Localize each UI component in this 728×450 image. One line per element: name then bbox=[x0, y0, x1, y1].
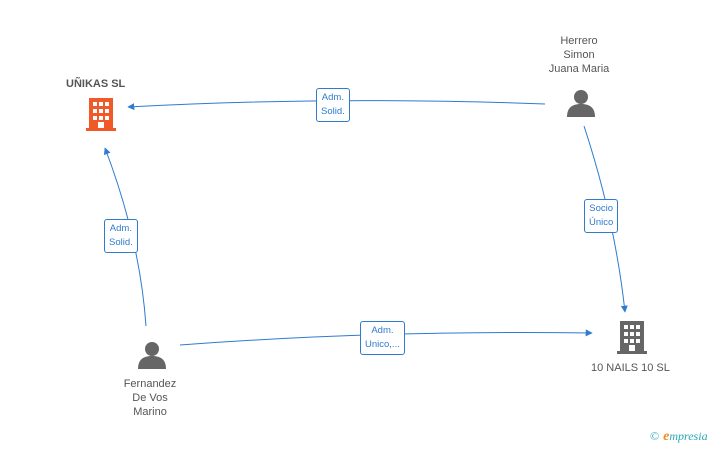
person-icon[interactable] bbox=[566, 88, 596, 118]
empresia-logo-text: mpresia bbox=[669, 429, 708, 443]
edge-label-herrero-unikas[interactable]: Adm. Solid. bbox=[316, 88, 350, 122]
person-name-herrero: Herrero Simon Juana Maria bbox=[548, 35, 610, 75]
company-name-10-nails: 10 NAILS 10 SL bbox=[591, 362, 670, 374]
company-name-unikas: UÑIKAS SL bbox=[66, 78, 126, 90]
copyright-symbol: © bbox=[650, 429, 660, 443]
building-icon[interactable] bbox=[617, 321, 647, 355]
empresia-watermark: ©empresia bbox=[650, 429, 708, 445]
empresia-logo-e: e bbox=[663, 429, 670, 444]
edge-label-fernandez-unikas[interactable]: Adm. Solid. bbox=[104, 219, 138, 253]
person-name-fernandez: Fernandez De Vos Marino bbox=[123, 378, 177, 418]
person-icon[interactable] bbox=[137, 340, 167, 370]
building-icon[interactable] bbox=[86, 98, 116, 132]
edge-label-herrero-tennails[interactable]: Socio Único bbox=[584, 199, 619, 233]
edge-label-fernandez-tennails[interactable]: Adm. Unico,... bbox=[360, 321, 405, 355]
